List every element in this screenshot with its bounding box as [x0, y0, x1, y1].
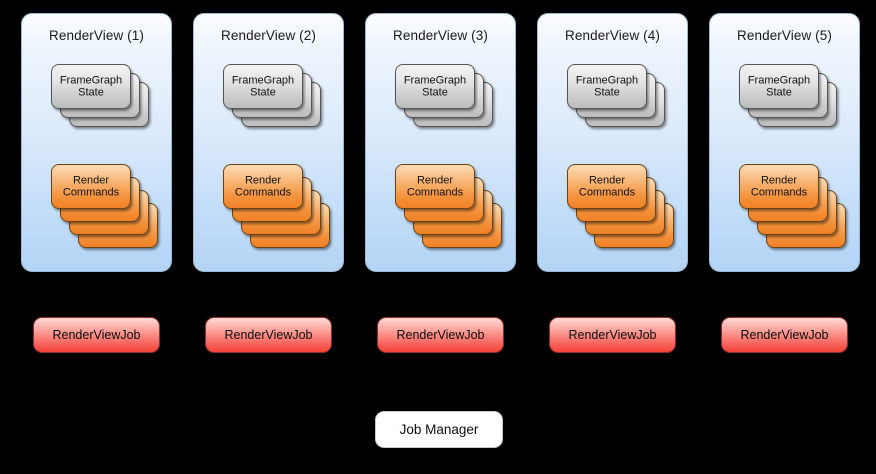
- renderviewjob-label: RenderViewJob: [52, 328, 141, 342]
- framegraph-state-stack[interactable]: FrameGraph State: [51, 64, 156, 139]
- renderview-panel-4[interactable]: RenderView (4) FrameGraph State Render C…: [537, 13, 688, 272]
- framegraph-state-card-front[interactable]: FrameGraph State: [223, 64, 303, 109]
- renderviewjob-pill-2[interactable]: RenderViewJob: [205, 317, 332, 353]
- framegraph-state-label: FrameGraph State: [231, 74, 295, 99]
- renderviewjob-label: RenderViewJob: [740, 328, 829, 342]
- renderview-title: RenderView (4): [565, 28, 660, 43]
- framegraph-state-label: FrameGraph State: [59, 74, 123, 99]
- renderview-title: RenderView (3): [393, 28, 488, 43]
- renderviewjob-label: RenderViewJob: [224, 328, 313, 342]
- renderviewjob-pill-3[interactable]: RenderViewJob: [377, 317, 504, 353]
- render-commands-card-front[interactable]: Render Commands: [395, 164, 475, 209]
- render-commands-card-front[interactable]: Render Commands: [739, 164, 819, 209]
- renderview-panel-2[interactable]: RenderView (2) FrameGraph State Render C…: [193, 13, 344, 272]
- renderview-panel-1[interactable]: RenderView (1) FrameGraph State Render C…: [21, 13, 172, 272]
- render-commands-stack[interactable]: Render Commands: [567, 164, 685, 264]
- framegraph-state-stack[interactable]: FrameGraph State: [223, 64, 328, 139]
- render-commands-stack[interactable]: Render Commands: [223, 164, 341, 264]
- renderviewjob-label: RenderViewJob: [568, 328, 657, 342]
- render-commands-label: Render Commands: [234, 174, 292, 199]
- render-commands-stack[interactable]: Render Commands: [51, 164, 169, 264]
- render-commands-label: Render Commands: [406, 174, 464, 199]
- renderview-title: RenderView (2): [221, 28, 316, 43]
- framegraph-state-label: FrameGraph State: [403, 74, 467, 99]
- job-manager-label: Job Manager: [399, 422, 479, 437]
- framegraph-state-stack[interactable]: FrameGraph State: [739, 64, 844, 139]
- render-commands-label: Render Commands: [62, 174, 120, 199]
- render-commands-card-front[interactable]: Render Commands: [223, 164, 303, 209]
- job-manager-box[interactable]: Job Manager: [375, 411, 503, 448]
- renderview-panel-5[interactable]: RenderView (5) FrameGraph State Render C…: [709, 13, 860, 272]
- renderviewjob-pill-1[interactable]: RenderViewJob: [33, 317, 160, 353]
- framegraph-state-card-front[interactable]: FrameGraph State: [567, 64, 647, 109]
- renderview-title: RenderView (1): [49, 28, 144, 43]
- render-commands-label: Render Commands: [750, 174, 808, 199]
- renderviewjob-pill-4[interactable]: RenderViewJob: [549, 317, 676, 353]
- render-commands-card-front[interactable]: Render Commands: [567, 164, 647, 209]
- render-commands-stack[interactable]: Render Commands: [395, 164, 513, 264]
- framegraph-state-card-front[interactable]: FrameGraph State: [51, 64, 131, 109]
- framegraph-state-card-front[interactable]: FrameGraph State: [395, 64, 475, 109]
- framegraph-state-stack[interactable]: FrameGraph State: [567, 64, 672, 139]
- renderviewjob-pill-5[interactable]: RenderViewJob: [721, 317, 848, 353]
- renderviewjob-label: RenderViewJob: [396, 328, 485, 342]
- framegraph-state-stack[interactable]: FrameGraph State: [395, 64, 500, 139]
- framegraph-state-label: FrameGraph State: [747, 74, 811, 99]
- render-commands-label: Render Commands: [578, 174, 636, 199]
- renderview-panel-3[interactable]: RenderView (3) FrameGraph State Render C…: [365, 13, 516, 272]
- render-commands-stack[interactable]: Render Commands: [739, 164, 857, 264]
- framegraph-state-label: FrameGraph State: [575, 74, 639, 99]
- render-commands-card-front[interactable]: Render Commands: [51, 164, 131, 209]
- renderview-title: RenderView (5): [737, 28, 832, 43]
- framegraph-state-card-front[interactable]: FrameGraph State: [739, 64, 819, 109]
